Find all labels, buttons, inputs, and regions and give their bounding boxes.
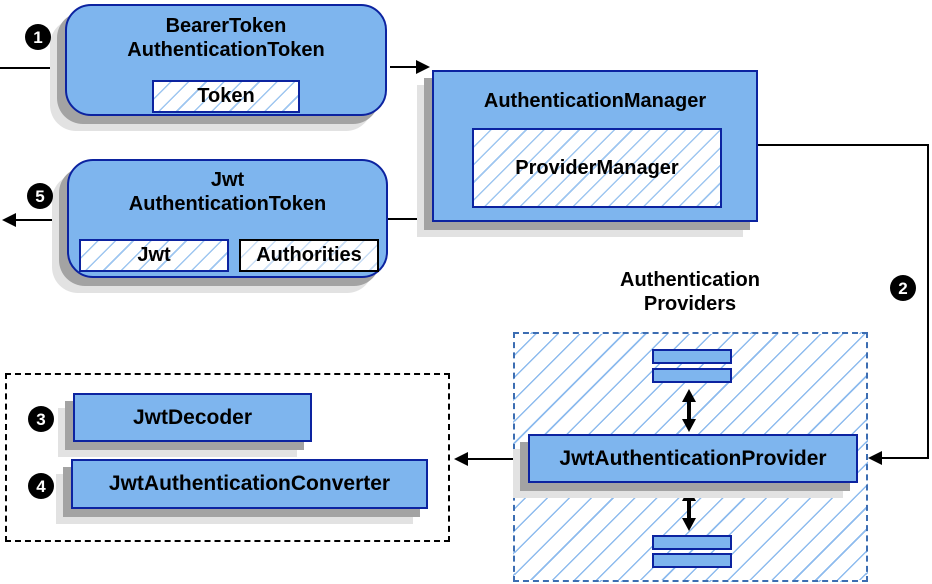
step-3-number: 3 [36, 409, 46, 429]
segment-bottom [882, 457, 929, 459]
authentication-manager-node: AuthenticationManager ProviderManager [432, 70, 758, 222]
jwt-decoder-node: JwtDecoder [73, 393, 312, 442]
token-field: Token [152, 80, 300, 113]
arrowhead-down-icon [682, 419, 696, 432]
segment [468, 458, 528, 460]
provider-placeholder-bar [652, 553, 732, 568]
segment-right [927, 144, 929, 459]
token-field-label: Token [197, 85, 255, 107]
segment [390, 66, 418, 68]
jwt-authentication-provider-label: JwtAuthenticationProvider [559, 446, 827, 470]
bearer-token-title-line1: BearerToken [165, 15, 287, 37]
provider-placeholder-bar [652, 368, 732, 383]
arrowhead-left-icon [2, 213, 16, 227]
authentication-providers-label-line2: Providers [643, 293, 737, 315]
segment [14, 219, 67, 221]
arrowhead-down-icon [682, 518, 696, 531]
arrowhead-up-icon [682, 389, 696, 402]
bearer-token-authentication-token-node: BearerToken AuthenticationToken Token [65, 4, 387, 116]
provider-manager-label: ProviderManager [515, 156, 679, 179]
authentication-providers-label-line1: Authentication [620, 269, 760, 291]
bearer-token-title-line2: AuthenticationToken [127, 39, 325, 61]
jwt-decoder-label: JwtDecoder [132, 405, 253, 429]
arrowhead-left-icon [454, 452, 468, 466]
step-1-number: 1 [33, 27, 43, 47]
provider-placeholder-bar [652, 535, 732, 550]
jwt-field-label: Jwt [137, 244, 171, 266]
step-badge-4: 4 [28, 473, 54, 499]
jwt-authentication-provider-node: JwtAuthenticationProvider [528, 434, 858, 483]
decoder-converter-box [5, 373, 450, 542]
segment-top [758, 144, 929, 146]
step-4-number: 4 [36, 476, 46, 496]
arrowhead-left-icon [868, 451, 882, 465]
provider-placeholder-bar [652, 349, 732, 364]
jwt-authentication-converter-node: JwtAuthenticationConverter [71, 459, 428, 509]
jwt-token-title-line1: Jwt [210, 169, 245, 191]
segment [0, 67, 65, 69]
jwt-field: Jwt [79, 239, 229, 272]
authentication-providers-label: Authentication Providers [560, 268, 820, 316]
jwt-token-title-line2: AuthenticationToken [128, 193, 327, 215]
step-badge-5: 5 [27, 183, 53, 209]
arrowhead-right-icon [416, 60, 430, 74]
step-badge-2: 2 [890, 275, 916, 301]
step-badge-1: 1 [25, 24, 51, 50]
authentication-manager-title: AuthenticationManager [483, 90, 707, 112]
step-2-number: 2 [898, 278, 908, 298]
segment [388, 218, 434, 220]
segment [687, 500, 691, 519]
segment [687, 401, 691, 421]
step-5-number: 5 [35, 186, 45, 206]
arrowhead-up-icon [682, 488, 696, 501]
jwt-authentication-converter-label: JwtAuthenticationConverter [108, 472, 391, 495]
jwt-authentication-token-node: Jwt AuthenticationToken Jwt Authorities [67, 159, 388, 278]
authorities-field-label: Authorities [256, 244, 362, 266]
provider-manager-field: ProviderManager [472, 128, 722, 208]
step-badge-3: 3 [28, 406, 54, 432]
authorities-field: Authorities [239, 239, 379, 272]
